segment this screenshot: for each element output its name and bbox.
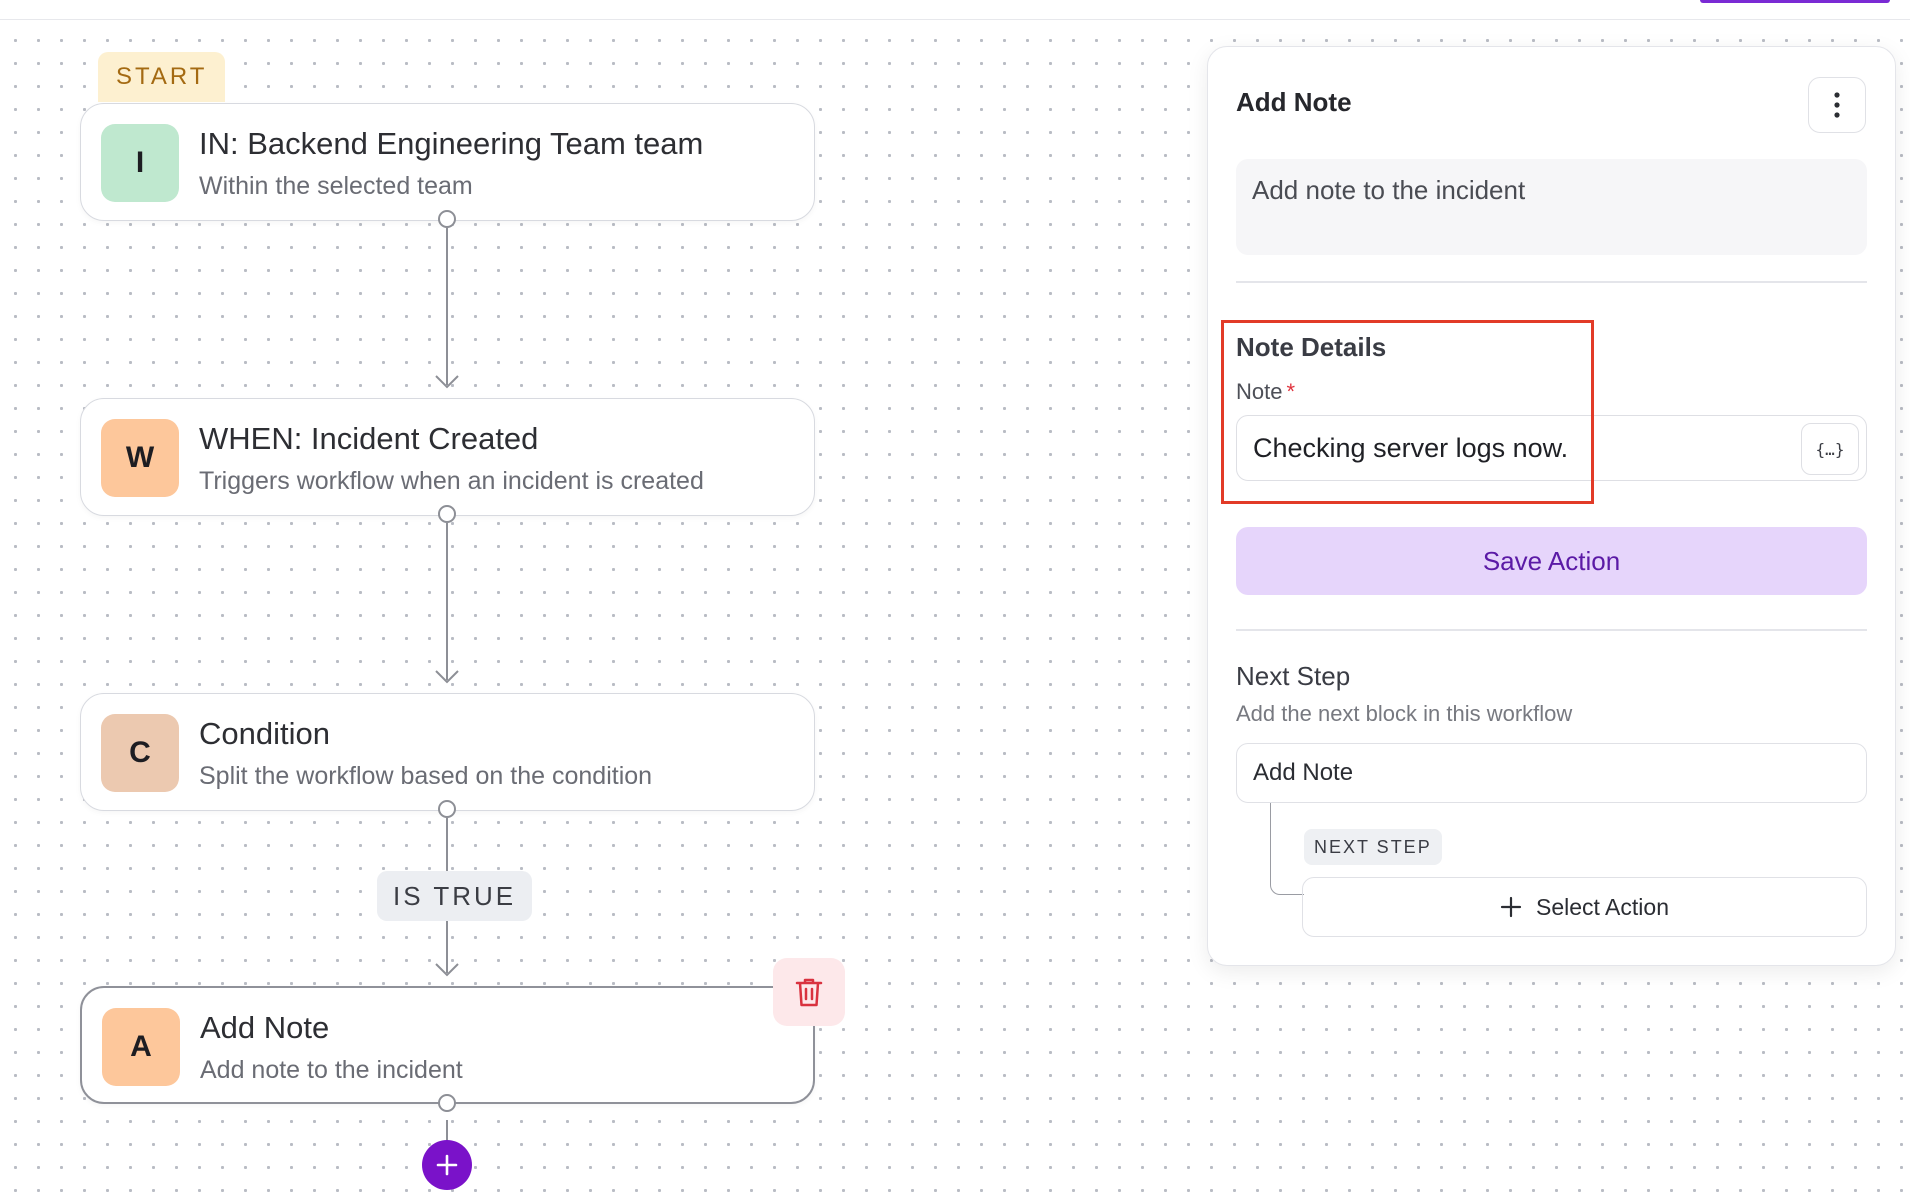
node-subtitle: Within the selected team [199,172,473,200]
note-field-label: Note* [1236,379,1295,405]
next-step-subtitle: Add the next block in this workflow [1236,701,1573,726]
arrow-down-icon [435,963,459,977]
workflow-node-trigger[interactable]: W WHEN: Incident Created Triggers workfl… [80,398,815,516]
start-badge: START [98,52,226,102]
note-details-heading: Note Details [1236,332,1387,362]
connector-line [446,818,448,873]
node-avatar: A [102,1008,180,1086]
next-step-badge: NEXT STEP [1304,829,1442,865]
node-avatar: C [101,714,179,792]
node-title: Add Note [200,1010,330,1045]
required-marker: * [1286,379,1296,404]
add-step-button[interactable] [422,1140,472,1190]
top-bar [0,0,1910,20]
node-output-port[interactable] [438,505,456,523]
connector-line [446,1120,448,1142]
connector-line [446,921,448,973]
current-block-card[interactable]: Add Note [1236,743,1867,803]
node-avatar: W [101,419,179,497]
more-options-button[interactable] [1808,77,1866,133]
insert-variable-button[interactable]: {…} [1801,423,1859,475]
node-subtitle: Add note to the incident [200,1056,463,1084]
node-output-port[interactable] [438,800,456,818]
arrow-down-icon [435,375,459,389]
note-label-text: Note [1236,379,1283,404]
plus-icon [436,1154,458,1176]
plus-icon [1500,896,1522,918]
node-output-port[interactable] [438,210,456,228]
workflow-node-add-note[interactable]: A Add Note Add note to the incident [80,986,815,1104]
connector-line [446,228,448,385]
node-title: IN: Backend Engineering Team team [199,126,704,161]
top-accent-button[interactable] [1700,0,1890,3]
divider [1236,281,1867,283]
trash-icon [795,978,823,1007]
workflow-node-condition[interactable]: C Condition Split the workflow based on … [80,693,815,811]
panel-title: Add Note [1236,87,1352,117]
node-subtitle: Split the workflow based on the conditio… [199,762,653,790]
node-output-port[interactable] [438,1094,456,1112]
condition-true-label: IS TRUE [377,871,533,921]
note-input[interactable]: Checking server logs now. [1236,415,1867,481]
node-subtitle: Triggers workflow when an incident is cr… [199,467,704,495]
tree-connector [1270,803,1304,895]
vertical-dots-icon [1834,92,1840,118]
save-action-button[interactable]: Save Action [1236,527,1867,595]
node-title: WHEN: Incident Created [199,421,539,456]
select-action-label: Select Action [1536,893,1669,920]
node-title: Condition [199,716,330,751]
next-step-heading: Next Step [1236,661,1351,691]
connector-line [446,523,448,680]
delete-node-button[interactable] [773,958,845,1026]
select-action-button[interactable]: Select Action [1302,877,1867,937]
divider [1236,629,1867,631]
arrow-down-icon [435,670,459,684]
action-description: Add note to the incident [1236,159,1867,255]
workflow-node-team[interactable]: I IN: Backend Engineering Team team With… [80,103,815,221]
node-avatar: I [101,124,179,202]
action-panel: Add Note Add note to the incident Note D… [1207,46,1896,966]
